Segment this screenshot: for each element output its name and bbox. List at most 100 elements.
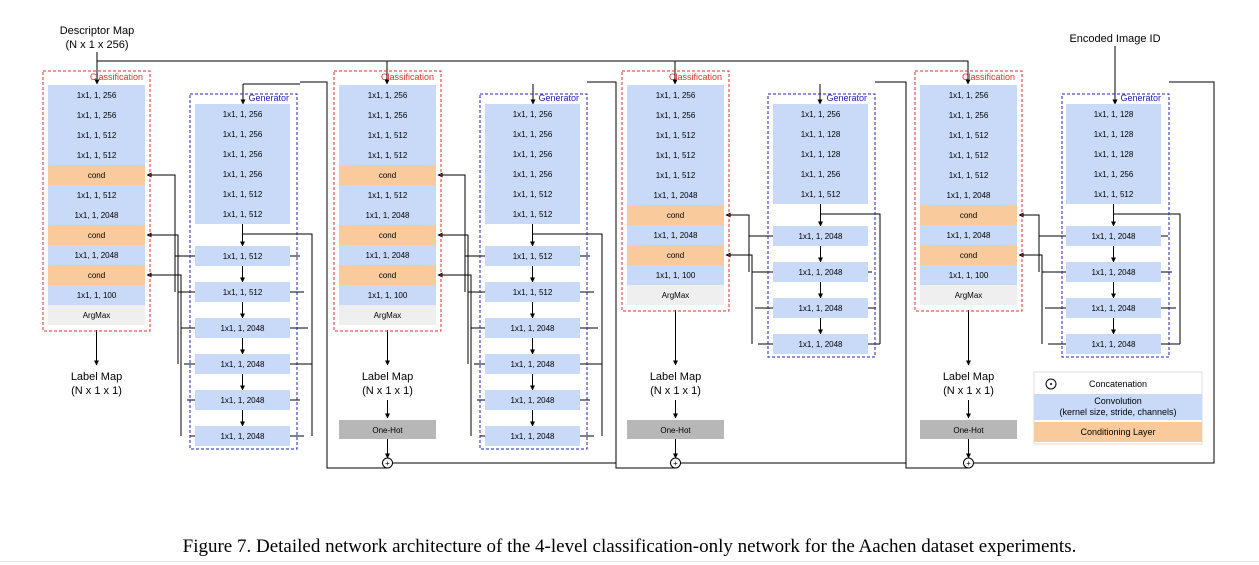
layer-label-1-7: cond [379, 231, 396, 240]
branch-label-1-3: 1x1, 1, 2048 [510, 360, 555, 369]
layer-label-3-0: 1x1, 1, 256 [949, 91, 989, 100]
layer-block-1-11 [339, 305, 436, 325]
branch-label-3-1: 1x1, 1, 2048 [1091, 268, 1136, 277]
layer-block-2-5 [627, 185, 724, 205]
generator-label-2-0: 1x1, 1, 256 [801, 110, 841, 119]
layer-block-2-10 [627, 285, 724, 305]
layer-label-1-0: 1x1, 1, 256 [368, 91, 408, 100]
generator-block-1-0 [485, 104, 580, 124]
generator-block-2-3 [773, 164, 868, 184]
layer-block-0-1 [48, 105, 145, 125]
generator-label-0-1: 1x1, 1, 256 [223, 130, 263, 139]
onehot-block-1 [339, 420, 436, 439]
layer-block-3-4 [920, 165, 1017, 185]
generator-label-2: Generator [826, 93, 867, 103]
branch-block-0-3 [195, 354, 290, 374]
layer-block-3-0 [920, 85, 1017, 105]
layer-label-0-7: cond [88, 231, 105, 240]
cond-feed-3-0 [1018, 212, 1040, 272]
branch-label-3-2: 1x1, 1, 2048 [1091, 304, 1136, 313]
generator-block-0-0 [195, 104, 290, 124]
generator-trunk-2 [820, 204, 881, 344]
layer-block-1-7 [339, 225, 436, 245]
layer-block-1-1 [339, 105, 436, 125]
label-map-shape-3: (N x 1 x 1) [943, 385, 994, 397]
classification-box-0 [42, 70, 151, 332]
layer-label-2-0: 1x1, 1, 256 [656, 91, 696, 100]
layer-block-0-7 [48, 225, 145, 245]
layer-block-3-5 [920, 185, 1017, 205]
branch-label-1-5: 1x1, 1, 2048 [510, 432, 555, 441]
cond-feed-1-0 [437, 172, 466, 292]
legend-concatenation: Concatenation [1089, 379, 1147, 389]
layer-label-1-10: 1x1, 1, 100 [368, 291, 408, 300]
layer-block-1-2 [339, 125, 436, 145]
generator-block-3-2 [1066, 144, 1161, 164]
generator-label-0-0: 1x1, 1, 256 [223, 110, 263, 119]
layer-block-1-8 [339, 245, 436, 265]
layer-block-3-9 [920, 265, 1017, 285]
branch-block-0-4 [195, 390, 290, 410]
layer-block-3-8 [920, 245, 1017, 265]
generator-block-1-3 [485, 164, 580, 184]
onehot-block-2 [627, 420, 724, 439]
concat-node-1-icon [382, 457, 393, 469]
layer-label-3-8: cond [960, 251, 977, 260]
branch-block-0-2 [195, 318, 290, 338]
branch-block-3-2 [1066, 298, 1161, 318]
branch-label-1-2: 1x1, 1, 2048 [510, 324, 555, 333]
generator-label-0-2: 1x1, 1, 256 [223, 150, 263, 159]
cond-feed-0-1 [146, 232, 179, 364]
branch-block-2-1 [773, 262, 868, 282]
generator-label-1-2: 1x1, 1, 256 [513, 150, 553, 159]
layer-label-3-6: cond [960, 211, 977, 220]
cond-feed-0-2 [146, 272, 182, 436]
generator-label-1-4: 1x1, 1, 512 [513, 190, 553, 199]
layer-label-3-3: 1x1, 1, 512 [949, 151, 989, 160]
classification-label-3: Classification [962, 72, 1015, 82]
concat-node-3-symbol: + [966, 459, 971, 468]
layer-label-0-11: ArgMax [83, 311, 111, 320]
layer-label-0-9: cond [88, 271, 105, 280]
generator-box-0 [189, 93, 298, 450]
generator-trunk-0 [242, 224, 313, 436]
onehot-block-3 [920, 420, 1017, 439]
cond-feed-0-0 [146, 172, 176, 292]
descriptor-map-shape: (N x 1 x 256) [66, 39, 129, 51]
layer-label-1-4: cond [379, 171, 396, 180]
branch-block-1-1 [485, 282, 580, 302]
label-map-shape-0: (N x 1 x 1) [71, 385, 122, 397]
generator-label-1-3: 1x1, 1, 256 [513, 170, 553, 179]
generator-block-0-1 [195, 124, 290, 144]
layer-block-0-11 [48, 305, 145, 325]
concat-node-2-symbol: + [673, 459, 678, 468]
branch-label-1-4: 1x1, 1, 2048 [510, 396, 555, 405]
legend-convolution-params: (kernel size, stride, channels) [1059, 407, 1176, 417]
layer-label-2-10: ArgMax [662, 291, 690, 300]
concat-icon-dot [1050, 383, 1052, 385]
layer-label-2-5: 1x1, 1, 2048 [653, 191, 698, 200]
layer-label-1-5: 1x1, 1, 512 [368, 191, 408, 200]
label-map-shape-2: (N x 1 x 1) [650, 385, 701, 397]
layer-block-0-10 [48, 285, 145, 305]
layer-block-0-4 [48, 165, 145, 185]
generator-label-1-1: 1x1, 1, 256 [513, 130, 553, 139]
label-map-shape-1: (N x 1 x 1) [362, 385, 413, 397]
onehot-label-2: One-Hot [660, 426, 691, 435]
concat-loop-2 [587, 81, 675, 469]
layer-label-0-3: 1x1, 1, 512 [77, 151, 117, 160]
cond-feed-1-2 [437, 272, 472, 436]
branch-block-2-2 [773, 298, 868, 318]
branch-block-2-3 [773, 334, 868, 354]
generator-block-2-1 [773, 124, 868, 144]
branch-block-1-3 [485, 354, 580, 374]
classification-label-2: Classification [669, 72, 722, 82]
layer-block-1-0 [339, 85, 436, 105]
label-map-title-3: Label Map [943, 371, 994, 383]
generator-block-3-1 [1066, 124, 1161, 144]
generator-label-0-4: 1x1, 1, 512 [223, 190, 263, 199]
layer-label-2-6: cond [667, 211, 684, 220]
generator-block-1-4 [485, 184, 580, 204]
classification-label-1: Classification [381, 72, 434, 82]
generator-block-0-2 [195, 144, 290, 164]
